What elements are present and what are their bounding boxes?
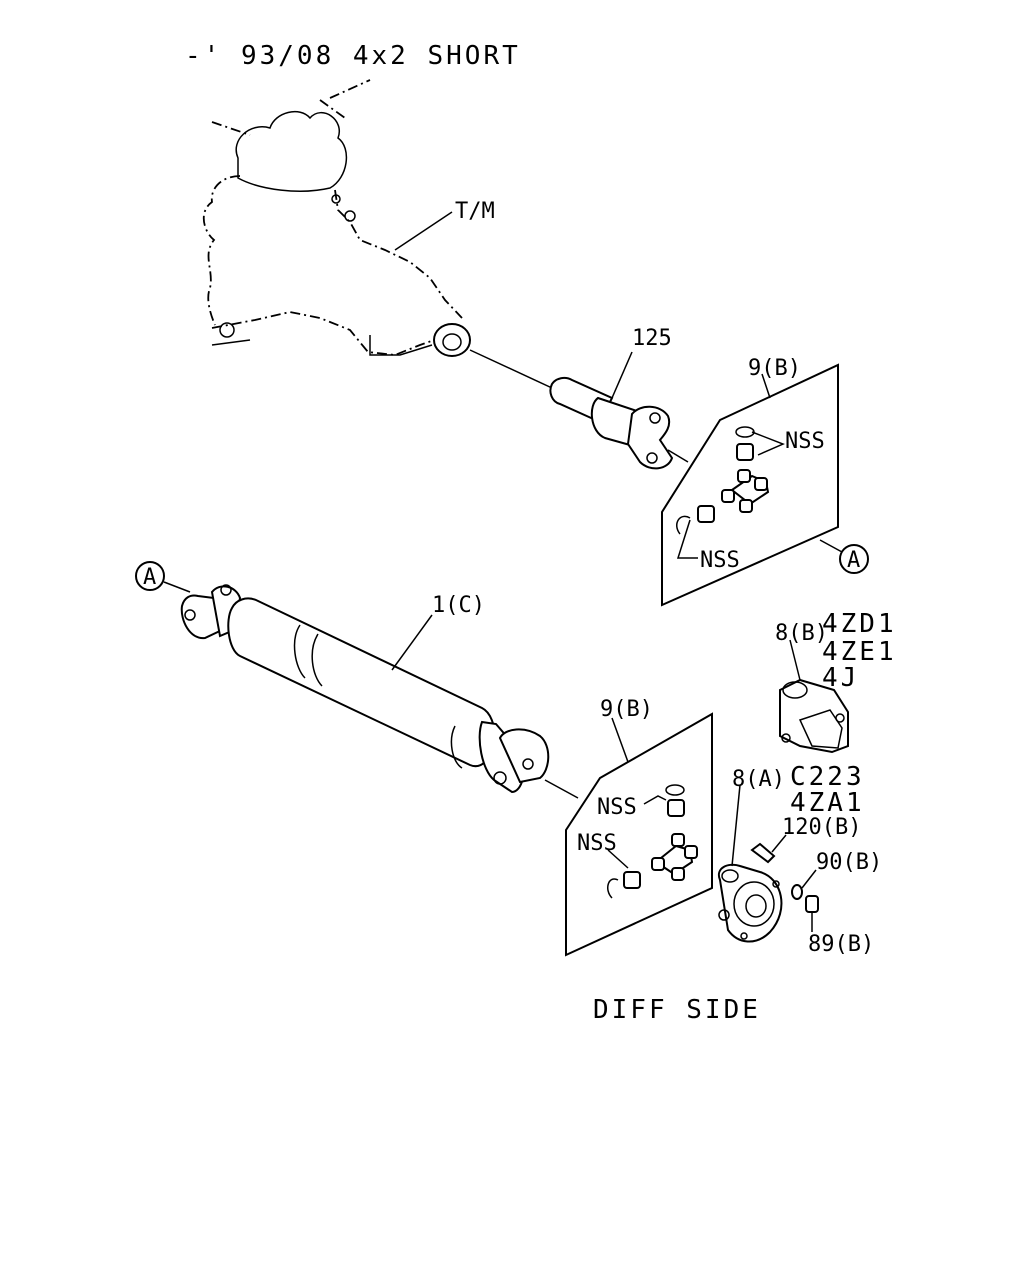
transmission-housing: [202, 79, 471, 357]
axis-line-lower: [544, 779, 579, 799]
p9b-bottom-label: 9(B): [600, 697, 653, 722]
ujoint-kit-panel-upper: [661, 363, 839, 607]
p125-leader: [611, 351, 633, 399]
p8b-label: 8(B): [775, 621, 828, 646]
p9b-top-label: 9(B): [748, 356, 801, 381]
diagram-title: -' 93/08 4x2 SHORT: [185, 41, 521, 71]
tm-leader-line: [394, 211, 453, 251]
part-1c-propeller-shaft: [180, 584, 550, 794]
p8b-leader: [789, 639, 801, 681]
p120b-label: 120(B): [782, 815, 861, 840]
p1c-label: 1(C): [432, 593, 485, 618]
axis-line-upper-2: [667, 449, 689, 463]
engine-c223: C223: [790, 762, 865, 792]
part-89b-nut: [805, 895, 819, 913]
nss-top-2-leader: [676, 519, 698, 559]
part-8b-flange-yoke: [779, 678, 849, 754]
nss-bot-2-label: NSS: [577, 831, 617, 856]
p9b-bottom-leader: [611, 717, 629, 763]
ref-a-left-leader: [163, 581, 191, 593]
nss-bot-1-label: NSS: [597, 795, 637, 820]
ref-a-right-circle: [839, 544, 869, 574]
p89b-label: 89(B): [808, 932, 874, 957]
p8a-leader: [731, 784, 741, 867]
p90b-leader: [801, 869, 817, 889]
ref-a-right-leader: [819, 539, 843, 553]
p1c-leader: [391, 614, 433, 671]
nss-bot-2-leader: [607, 849, 629, 869]
ref-a-left-circle: [135, 561, 165, 591]
diff-side-caption: DIFF SIDE: [593, 995, 761, 1025]
part-90b-washer: [791, 884, 803, 900]
part-125-slip-yoke: [549, 376, 674, 470]
engine-4za1: 4ZA1: [790, 788, 865, 818]
p90b-label: 90(B): [816, 850, 882, 875]
p125-label: 125: [632, 326, 672, 351]
p120b-leader: [771, 834, 787, 853]
nss-top-1-leader: [751, 431, 785, 456]
tm-label: T/M: [455, 199, 495, 224]
p9b-top-leader: [761, 373, 771, 399]
nss-top-2-label: NSS: [700, 548, 740, 573]
axis-line-upper: [469, 349, 553, 389]
ref-a-right-label: A: [847, 548, 860, 573]
engine-4j: 4J: [822, 663, 859, 693]
ref-a-left-label: A: [143, 565, 156, 590]
nss-top-1-label: NSS: [785, 429, 825, 454]
engine-4ze1: 4ZE1: [822, 637, 897, 667]
nss-bot-1-leader: [643, 795, 667, 805]
ujoint-kit-panel-lower: [565, 712, 713, 957]
p8a-label: 8(A): [732, 767, 785, 792]
part-8a-companion-flange: [717, 863, 783, 943]
engine-4zd1: 4ZD1: [822, 609, 897, 639]
part-120b-bolt: [750, 842, 776, 864]
